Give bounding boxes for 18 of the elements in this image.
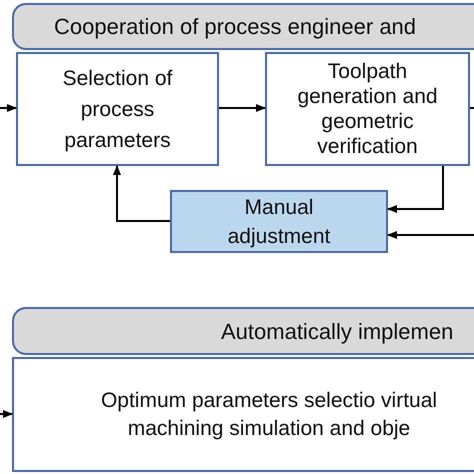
arrow — [0, 410, 13, 418]
arrow — [387, 231, 474, 239]
node-text: Optimum parameters selectio virtual machining simulation and obje — [100, 388, 438, 442]
process-box — [265, 52, 470, 166]
header-band — [12, 307, 474, 355]
arrow — [387, 166, 444, 213]
arrow — [113, 165, 170, 222]
node-text: Cooperation of process engineer and — [53, 13, 416, 41]
header-band — [12, 3, 474, 50]
arrow — [0, 104, 17, 112]
node-text: Selection of process parameters — [62, 66, 174, 154]
node-text: Toolpath generation and geometric verification — [296, 59, 439, 159]
node-text: Manual adjustment — [226, 194, 332, 250]
node-text: Automatically implemen — [220, 318, 454, 346]
process-box — [170, 190, 388, 253]
process-box — [12, 357, 474, 472]
process-box — [16, 52, 219, 166]
arrow — [219, 104, 266, 112]
